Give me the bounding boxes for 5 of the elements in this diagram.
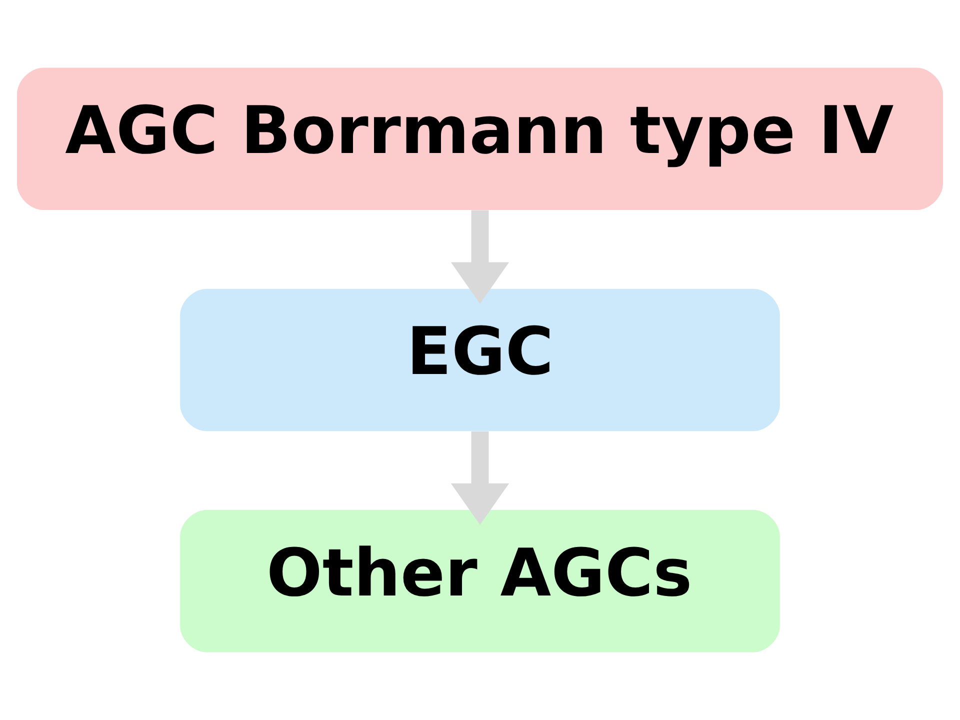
node-box: AGC Borrmann type IV: [17, 68, 943, 210]
node-box: Other AGCs: [180, 510, 780, 652]
node-box: EGC: [180, 288, 780, 432]
arrow: [450, 431, 510, 525]
arrow: [450, 210, 510, 304]
